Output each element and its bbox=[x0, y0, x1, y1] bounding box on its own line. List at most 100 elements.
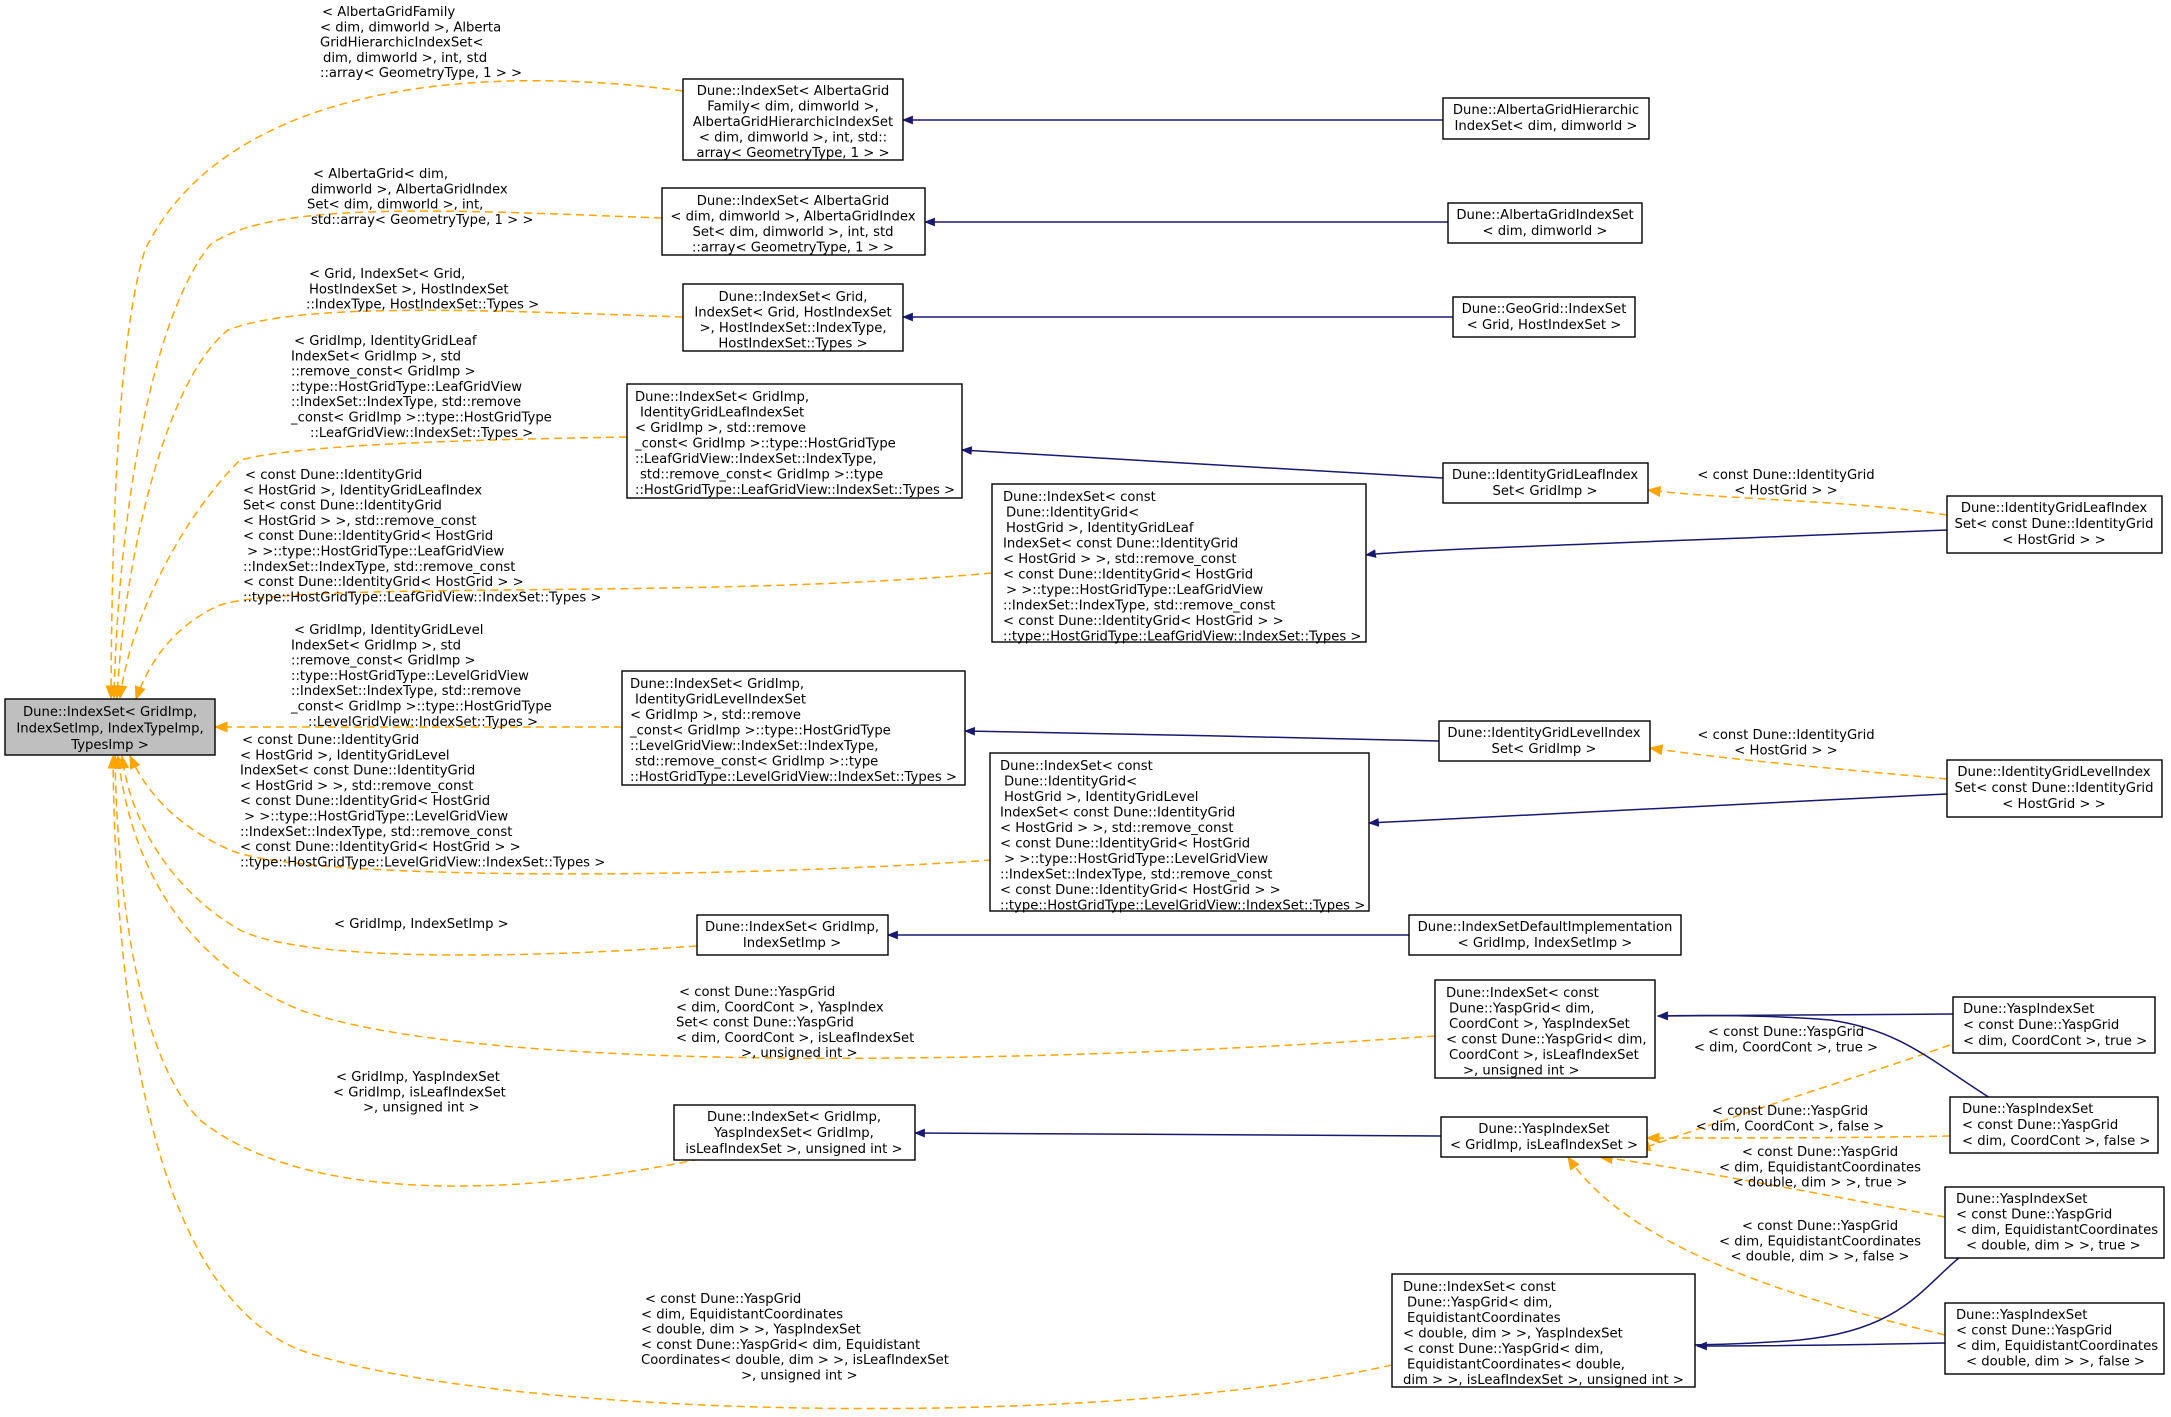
node-line: EquidistantCoordinates bbox=[1407, 1311, 1561, 1326]
node-line: Dune::YaspIndexSet bbox=[1478, 1122, 1609, 1137]
template-edge-default bbox=[118, 754, 698, 956]
node-line: Dune::GeoGrid::IndexSet bbox=[1462, 302, 1627, 317]
node-line: < GridImp >, std::remove bbox=[630, 708, 801, 723]
node-line: _const< GridImp >::type::HostGridType bbox=[629, 724, 891, 739]
node-indexset-identity-level[interactable]: Dune::IndexSet< GridImp,IdentityGridLeve… bbox=[621, 670, 966, 786]
svg-text:Dune::IndexSet< AlbertaGridFam: Dune::IndexSet< AlbertaGridFamily< dim, … bbox=[693, 84, 893, 161]
template-edge-yasp-false bbox=[1645, 1132, 1951, 1144]
node-line: Set< GridImp > bbox=[1492, 742, 1597, 757]
svg-text:Dune::IndexSet< GridImp,Identi: Dune::IndexSet< GridImp,IdentityGridLeve… bbox=[629, 677, 957, 785]
svg-text:Dune::AlbertaGridHierarchicInd: Dune::AlbertaGridHierarchicIndexSet< dim… bbox=[1453, 103, 1639, 134]
inherit-edge-yasp-eq-true bbox=[1656, 1256, 1961, 1349]
node-geogrid-index-set[interactable]: Dune::GeoGrid::IndexSet< Grid, HostIndex… bbox=[1452, 296, 1636, 338]
edges-layer bbox=[105, 79, 1991, 1410]
svg-text:Dune::YaspIndexSet< const Dune: Dune::YaspIndexSet< const Dune::YaspGrid… bbox=[1956, 1192, 2158, 1254]
node-line: < const Dune::YaspGrid bbox=[1963, 1018, 2119, 1033]
node-indexset-root[interactable]: Dune::IndexSet< GridImp,IndexSetImp, Ind… bbox=[4, 698, 216, 756]
node-line: Dune::IndexSet< AlbertaGrid bbox=[697, 84, 890, 99]
node-line: Dune::YaspGrid< dim, bbox=[1407, 1296, 1552, 1311]
edge-label-yasp-eq-false: < const Dune::YaspGrid< dim, Equidistant… bbox=[1719, 1219, 1921, 1265]
template-edge-alberta-grid bbox=[108, 210, 663, 700]
svg-text:Dune::IndexSet< GridImp,YaspIn: Dune::IndexSet< GridImp,YaspIndexSet< Gr… bbox=[685, 1110, 902, 1157]
node-alberta-grid-index-set[interactable]: Dune::AlbertaGridIndexSet< dim, dimworld… bbox=[1447, 202, 1643, 244]
node-indexset-yasp-gridimp[interactable]: Dune::IndexSet< GridImp,YaspIndexSet< Gr… bbox=[673, 1104, 916, 1161]
node-yasp-index-set-gridimp[interactable]: Dune::YaspIndexSet< GridImp, isLeafIndex… bbox=[1440, 1116, 1648, 1158]
node-line: < HostGrid > >, std::remove_const bbox=[1000, 821, 1234, 836]
svg-text:Dune::IndexSet< Grid,IndexSet<: Dune::IndexSet< Grid,IndexSet< Grid, Hos… bbox=[694, 290, 891, 352]
node-yasp-index-set-eq-true[interactable]: Dune::YaspIndexSet< const Dune::YaspGrid… bbox=[1944, 1186, 2165, 1259]
node-line: ::IndexSet::IndexType, std::remove_const bbox=[1003, 599, 1275, 614]
node-line: < dim, CoordCont >, false > bbox=[1962, 1134, 2150, 1149]
svg-text:Dune::IdentityGridLeafIndexSet: Dune::IdentityGridLeafIndexSet< const Du… bbox=[1955, 501, 2154, 548]
inherit-edge-id-level-const bbox=[1367, 793, 1948, 827]
node-indexset-identity-leaf[interactable]: Dune::IndexSet< GridImp,IdentityGridLeaf… bbox=[626, 383, 963, 499]
node-indexset-default[interactable]: Dune::IndexSet< GridImp,IndexSetImp > bbox=[696, 914, 889, 956]
node-line: ::HostGridType::LevelGridView::IndexSet:… bbox=[630, 770, 957, 785]
svg-text:Dune::GeoGrid::IndexSet< Grid,: Dune::GeoGrid::IndexSet< Grid, HostIndex… bbox=[1462, 302, 1627, 333]
node-line: ::type::HostGridType::LeafGridView::Inde… bbox=[1003, 630, 1361, 645]
node-line: Dune::IndexSet< GridImp, bbox=[705, 920, 879, 935]
node-line: isLeafIndexSet >, unsigned int > bbox=[685, 1142, 902, 1157]
inherit-edge-yasp-gridimp bbox=[913, 1128, 1442, 1138]
node-line: Dune::IdentityGridLeafIndex bbox=[1452, 468, 1639, 483]
node-line: < const Dune::YaspGrid bbox=[1962, 1118, 2118, 1133]
template-edge-yasp-coord bbox=[113, 754, 1436, 1060]
node-line: ::type::HostGridType::LevelGridView::Ind… bbox=[1000, 899, 1365, 914]
edge-label-alberta-family: < AlbertaGridFamily< dim, dimworld >, Al… bbox=[320, 5, 522, 81]
edge-label-id-level-const: < const Dune::IdentityGrid< HostGrid >, … bbox=[240, 733, 605, 870]
svg-text:Dune::IdentityGridLevelIndexSe: Dune::IdentityGridLevelIndexSet< GridImp… bbox=[1447, 726, 1640, 757]
node-indexset-alberta-grid[interactable]: Dune::IndexSet< AlbertaGrid< dim, dimwor… bbox=[661, 187, 926, 256]
node-line: Dune::YaspIndexSet bbox=[1956, 1192, 2087, 1207]
svg-text:Dune::YaspIndexSet< const Dune: Dune::YaspIndexSet< const Dune::YaspGrid… bbox=[1956, 1308, 2158, 1370]
svg-text:Dune::IndexSet< GridImp,IndexS: Dune::IndexSet< GridImp,IndexSetImp, Ind… bbox=[16, 705, 203, 753]
nodes-layer: Dune::IndexSet< GridImp,IndexSetImp, Ind… bbox=[4, 78, 2165, 1388]
node-line: Dune::IdentityGrid< bbox=[1004, 775, 1137, 790]
template-edge-yasp-true bbox=[1636, 1044, 1951, 1152]
svg-text:Dune::YaspIndexSet< const Dune: Dune::YaspIndexSet< const Dune::YaspGrid… bbox=[1962, 1102, 2150, 1149]
edge-label-geo: < Grid, IndexSet< Grid,HostIndexSet >, H… bbox=[306, 267, 539, 313]
node-line: < GridImp, isLeafIndexSet > bbox=[1450, 1138, 1638, 1153]
node-line: < dim, dimworld > bbox=[1483, 224, 1608, 239]
node-line: IdentityGridLevelIndexSet bbox=[635, 693, 806, 708]
template-edge-leaf-const-host bbox=[1646, 485, 1948, 516]
node-line: ::LeafGridView::IndexSet::IndexType, bbox=[635, 452, 877, 467]
template-edge-id-level-const bbox=[129, 754, 993, 875]
svg-text:Dune::IndexSet< AlbertaGrid< d: Dune::IndexSet< AlbertaGrid< dim, dimwor… bbox=[670, 194, 915, 256]
node-line: Set< GridImp > bbox=[1493, 484, 1598, 499]
node-line: < const Dune::YaspGrid bbox=[1956, 1208, 2112, 1223]
node-line: Dune::IdentityGridLevelIndex bbox=[1447, 726, 1640, 741]
node-yasp-index-set-eq-false[interactable]: Dune::YaspIndexSet< const Dune::YaspGrid… bbox=[1944, 1302, 2165, 1375]
node-line: Set< const Dune::IdentityGrid bbox=[1955, 517, 2154, 532]
node-line: _const< GridImp >::type::HostGridType bbox=[634, 437, 896, 452]
edge-labels-layer: < AlbertaGridFamily< dim, dimworld >, Al… bbox=[240, 5, 1921, 1384]
node-yasp-index-set-coord-true[interactable]: Dune::YaspIndexSet< const Dune::YaspGrid… bbox=[1952, 996, 2156, 1054]
node-line: Dune::YaspIndexSet bbox=[1962, 1102, 2093, 1117]
template-edge-yasp-eq-true bbox=[1598, 1153, 1946, 1218]
node-yasp-index-set-coord-false[interactable]: Dune::YaspIndexSet< const Dune::YaspGrid… bbox=[1949, 1096, 2159, 1154]
node-line: HostGrid >, IdentityGridLeaf bbox=[1006, 521, 1194, 536]
node-line: < dim, dimworld >, int, std:: bbox=[699, 131, 887, 146]
node-line: array< GeometryType, 1 > > bbox=[696, 146, 889, 161]
template-edge-alberta-family bbox=[105, 79, 684, 700]
node-line: Dune::IndexSet< GridImp, bbox=[23, 705, 197, 720]
node-line: IndexSetImp, IndexTypeImp, bbox=[16, 722, 203, 737]
node-index-set-default-implementation[interactable]: Dune::IndexSetDefaultImplementation< Gri… bbox=[1408, 914, 1682, 956]
node-line: Dune::AlbertaGridIndexSet bbox=[1456, 208, 1633, 223]
node-indexset-geo[interactable]: Dune::IndexSet< Grid,IndexSet< Grid, Hos… bbox=[682, 283, 904, 352]
node-line: Set< const Dune::IdentityGrid bbox=[1955, 781, 2154, 796]
template-edge-yasp-gridimp bbox=[109, 754, 701, 1187]
